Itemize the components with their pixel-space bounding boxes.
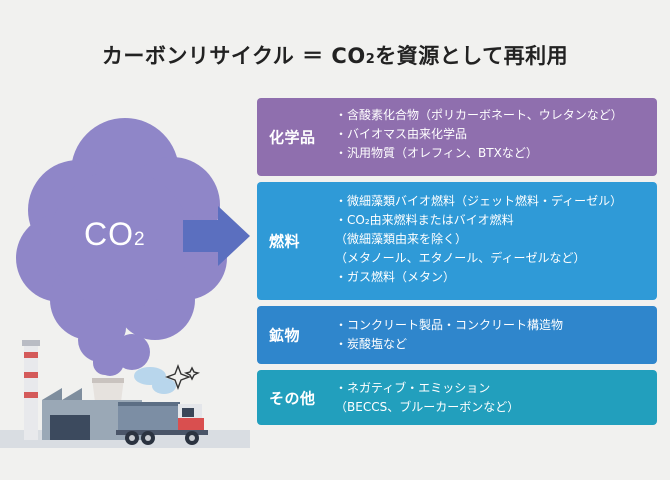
category-name: 燃料 <box>269 232 301 251</box>
category-items: ・微細藻類バイオ燃料（ジェット燃料・ディーゼル） ・CO₂由来燃料またはバイオ燃… <box>335 192 649 287</box>
page-title: カーボンリサイクル ＝ CO2を資源として再利用 <box>0 40 670 70</box>
truck-icon <box>116 402 208 445</box>
category-name: 鉱物 <box>269 326 301 345</box>
category-name: その他 <box>269 389 316 407</box>
category-panel-other: その他 ・ネガティブ・エミッション （BECCS、ブルーカーボンなど） <box>257 370 657 425</box>
co2-text: CO <box>84 216 134 252</box>
title-main: カーボンリサイクル ＝ CO <box>101 44 366 68</box>
sparkle-icon <box>165 364 201 390</box>
category-items: ・コンクリート製品・コンクリート構造物 ・炭酸塩など <box>335 316 649 354</box>
category-items: ・ネガティブ・エミッション （BECCS、ブルーカーボンなど） <box>335 379 649 417</box>
list-item: ・バイオマス由来化学品 <box>335 127 468 141</box>
list-item: ・ガス燃料（メタン） <box>335 270 456 284</box>
list-item: ・CO₂由来燃料またはバイオ燃料 <box>335 213 514 227</box>
title-rest: を資源として再利用 <box>375 44 569 68</box>
list-item: （微細藻類由来を除く） <box>335 232 468 246</box>
co2-cloud-label: CO2 <box>84 216 146 253</box>
list-item: ・微細藻類バイオ燃料（ジェット燃料・ディーゼル） <box>335 194 623 208</box>
category-panel-minerals: 鉱物 ・コンクリート製品・コンクリート構造物 ・炭酸塩など <box>257 306 657 364</box>
list-item: ・含酸素化合物（ポリカーボネート、ウレタンなど） <box>335 108 623 122</box>
list-item: ・ネガティブ・エミッション <box>335 381 491 395</box>
list-item: ・汎用物質（オレフィン、BTXなど） <box>335 146 538 160</box>
list-item: （BECCS、ブルーカーボンなど） <box>335 400 520 414</box>
arrow-icon <box>183 206 250 266</box>
category-panel-chemicals: 化学品 ・含酸素化合物（ポリカーボネート、ウレタンなど） ・バイオマス由来化学品… <box>257 98 657 176</box>
list-item: （メタノール、エタノール、ディーゼルなど） <box>335 251 586 265</box>
category-name: 化学品 <box>269 128 316 147</box>
co2-subscript: 2 <box>134 229 146 250</box>
list-item: ・コンクリート製品・コンクリート構造物 <box>335 318 564 332</box>
category-panel-fuels: 燃料 ・微細藻類バイオ燃料（ジェット燃料・ディーゼル） ・CO₂由来燃料またはバ… <box>257 182 657 300</box>
title-subscript: 2 <box>365 52 376 67</box>
list-item: ・炭酸塩など <box>335 337 408 351</box>
category-items: ・含酸素化合物（ポリカーボネート、ウレタンなど） ・バイオマス由来化学品 ・汎用… <box>335 106 649 163</box>
smoke <box>90 310 126 375</box>
